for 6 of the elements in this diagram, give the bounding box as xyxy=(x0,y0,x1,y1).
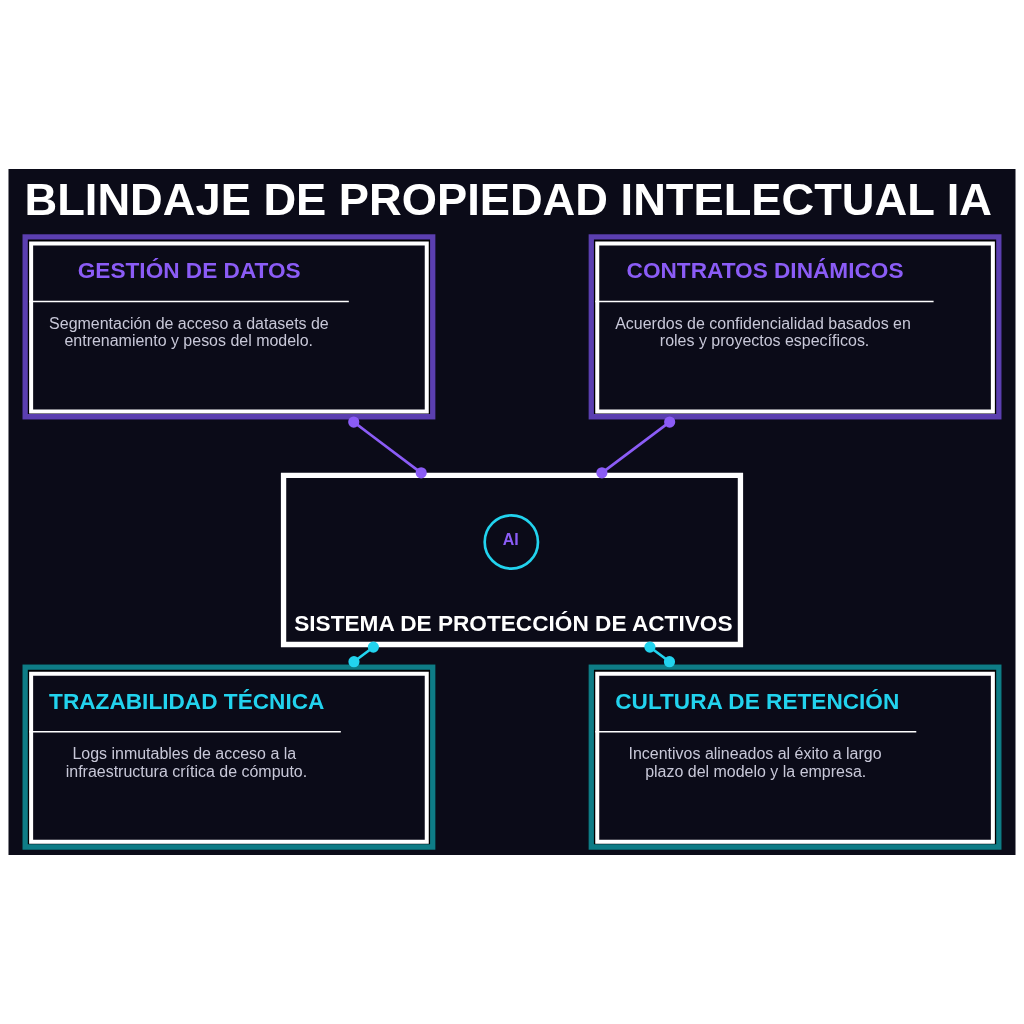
connector xyxy=(644,641,676,668)
diagram-title: BLINDAJE DE PROPIEDAD INTELECTUAL IA xyxy=(24,173,992,225)
connector xyxy=(348,416,427,479)
connector xyxy=(348,641,379,668)
node-circle: AI xyxy=(483,514,540,570)
connector xyxy=(596,416,676,479)
